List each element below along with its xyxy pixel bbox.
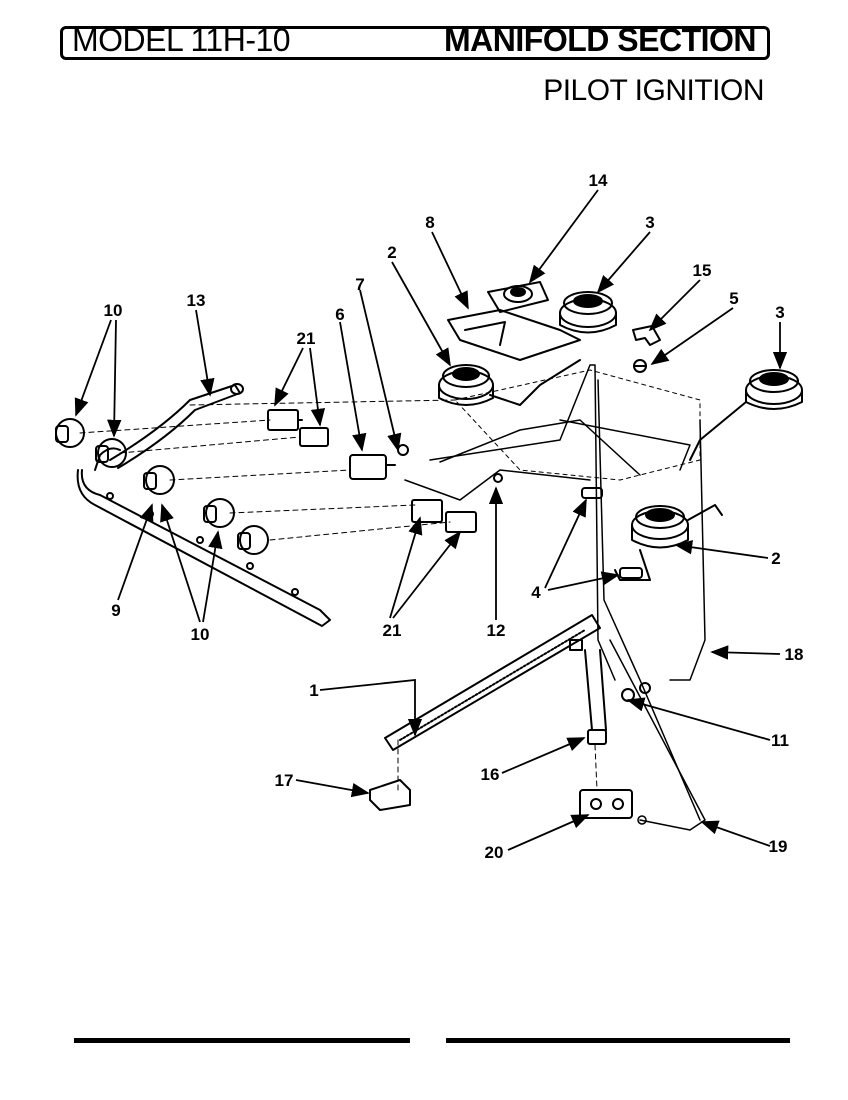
part-6-valve <box>349 454 396 480</box>
callout-10a: 10 <box>104 301 123 320</box>
part-13-manifold-tube <box>109 383 244 469</box>
callout-13: 13 <box>187 291 206 310</box>
callout-14: 14 <box>589 171 608 190</box>
callout-17: 17 <box>275 771 294 790</box>
callout-19: 19 <box>769 837 788 856</box>
part-21-ignition-switch-lower <box>411 499 477 533</box>
leader-14 <box>528 189 599 284</box>
header-frame <box>60 26 770 60</box>
reference-lines <box>79 399 598 791</box>
leader-15 <box>648 279 701 332</box>
callout-11: 11 <box>771 731 789 750</box>
part-9-manifold-pipe <box>76 447 331 627</box>
callout-21b: 21 <box>383 621 402 640</box>
section-title: MANIFOLD SECTION <box>444 22 756 58</box>
leader-10b-1 <box>160 503 201 623</box>
callout-3b: 3 <box>775 303 784 322</box>
part-7-fitting <box>397 444 409 456</box>
callout-3a: 3 <box>645 213 654 232</box>
part-10-valve-seat-2 <box>95 438 127 468</box>
leader-4-1 <box>544 498 587 589</box>
part-17-bracket <box>369 779 411 811</box>
leader-16 <box>501 737 586 774</box>
leader-13 <box>195 309 215 397</box>
part-5-spring <box>633 359 647 373</box>
leader-1 <box>319 679 423 737</box>
burner-base-plate <box>454 369 701 481</box>
part-2-burner-left <box>438 359 581 406</box>
part-16-pilot-adapter <box>584 649 607 745</box>
leader-18 <box>710 645 781 660</box>
leader-8 <box>431 231 469 310</box>
part-4-electrode-lead <box>581 487 643 579</box>
leader-10a-1 <box>74 319 112 417</box>
model-label: MODEL 11H-10 <box>72 22 291 58</box>
leader-21b-2 <box>392 530 462 619</box>
part-11-pilot <box>621 682 651 702</box>
part-12-fitting <box>493 473 503 483</box>
leader-21a-2 <box>309 347 326 427</box>
leader-21a-1 <box>274 347 304 407</box>
callout-2a: 2 <box>387 243 396 262</box>
part-3-burner-right <box>689 369 803 461</box>
leader-17 <box>295 779 370 798</box>
bottom-rule-left <box>74 1038 410 1043</box>
leader-3a <box>596 231 651 294</box>
pilot-tubing <box>404 364 706 821</box>
callout-20: 20 <box>485 843 504 862</box>
leader-6 <box>339 321 367 452</box>
leader-2b <box>674 540 769 559</box>
part-8-burner-bracket <box>447 309 581 361</box>
part-19-thermocouple <box>609 639 706 831</box>
part-14-burner-bracket <box>487 281 549 313</box>
callout-15: 15 <box>693 261 712 280</box>
leader-20 <box>507 814 590 851</box>
leader-19 <box>700 820 771 847</box>
callout-10b: 10 <box>191 625 210 644</box>
bottom-rule-right <box>446 1038 790 1043</box>
leader-7 <box>359 289 402 452</box>
leader-5 <box>650 307 734 366</box>
part-3-burner-rear <box>559 291 617 334</box>
callout-7: 7 <box>355 275 364 294</box>
callout-5: 5 <box>729 289 738 308</box>
callout-4: 4 <box>531 583 541 602</box>
callout-18: 18 <box>785 645 804 664</box>
callout-21a: 21 <box>297 329 316 348</box>
part-10-valve-seat-5 <box>237 525 269 555</box>
leader-4-2 <box>547 571 620 591</box>
callout-12: 12 <box>487 621 506 640</box>
callout-2b: 2 <box>771 549 780 568</box>
part-15-clip <box>632 325 661 346</box>
callout-9: 9 <box>111 601 120 620</box>
callout-1: 1 <box>309 681 318 700</box>
part-1-manifold <box>384 614 601 751</box>
callout-16: 16 <box>481 765 500 784</box>
leader-21b-1 <box>389 516 423 619</box>
callout-8: 8 <box>425 213 434 232</box>
leader-10b-2 <box>202 530 223 623</box>
part-20-safety-valve <box>579 789 633 819</box>
callout-6: 6 <box>335 305 344 324</box>
leader-10a-2 <box>107 319 122 438</box>
leader-9 <box>117 503 154 601</box>
leader-2a <box>391 261 451 367</box>
section-subtitle: PILOT IGNITION <box>543 74 764 107</box>
part-2-burner-front <box>614 504 723 581</box>
leader-11 <box>626 697 771 741</box>
